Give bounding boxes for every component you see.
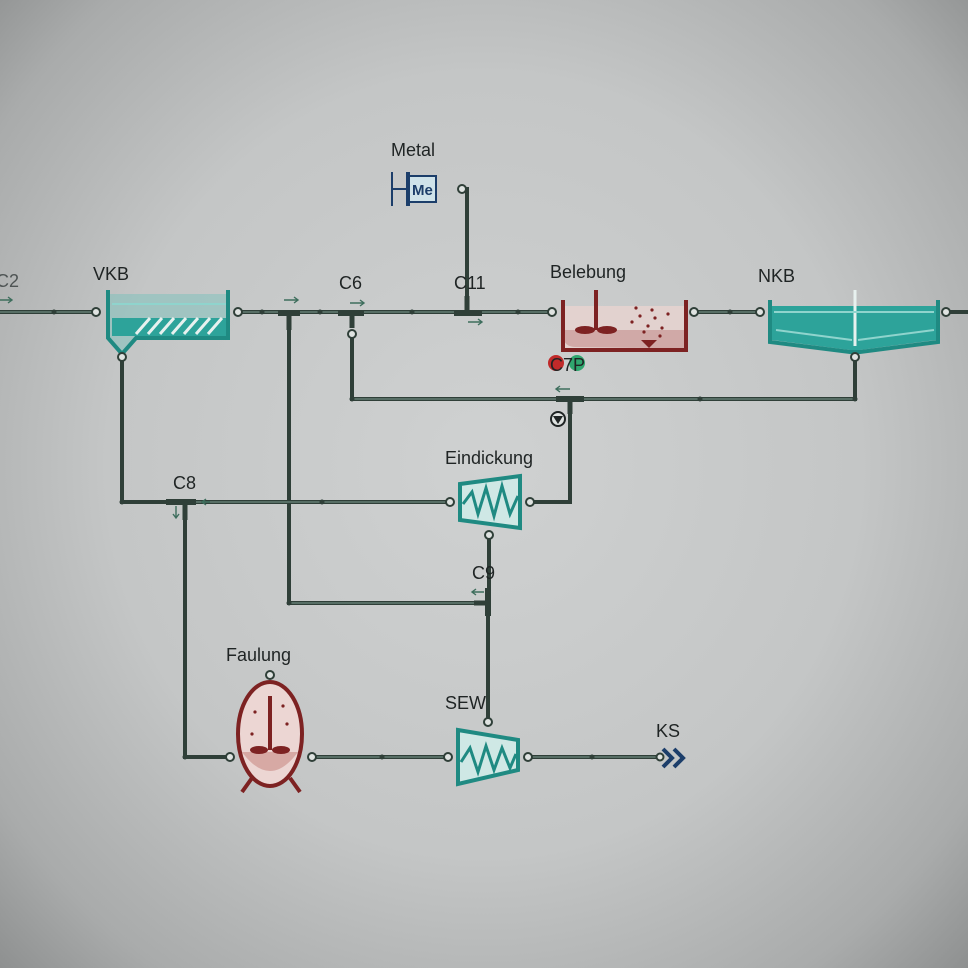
pump-icon[interactable] [550, 411, 566, 427]
connector-c2[interactable]: C2 [0, 271, 19, 304]
alarm-indicator-icon [548, 355, 564, 371]
status-indicator-icon [569, 355, 585, 371]
metal-symbol: Me [412, 182, 433, 199]
pipe-metal-dosing[interactable] [462, 187, 469, 312]
c7p-label: C7P [550, 355, 585, 375]
thickener-icon [458, 473, 522, 531]
pipe-excess-sludge[interactable] [530, 399, 572, 504]
digester-icon [236, 680, 304, 794]
junction-main-1[interactable] [278, 296, 300, 330]
dewatering-icon [456, 727, 520, 787]
nkb-label: NKB [758, 266, 795, 286]
ks-label: KS [656, 721, 680, 741]
metal-dosing-unit[interactable]: Metal Me [391, 140, 467, 206]
pipe-dots [51, 309, 858, 760]
nkb-unit[interactable]: NKB [755, 266, 951, 362]
connector-c11[interactable]: C11 [454, 273, 486, 326]
faulung-label: Faulung [226, 645, 291, 665]
ks-outlet[interactable]: KS [655, 721, 686, 769]
connector-c6[interactable]: C6 [338, 273, 366, 339]
controller-c7p[interactable]: C7P [548, 355, 585, 375]
outlet-chevron-icon [661, 747, 686, 769]
eindickung-label: Eindickung [445, 448, 533, 468]
secondary-clarifier-icon [768, 290, 940, 354]
c8-label: C8 [173, 473, 196, 493]
eindickung-unit[interactable]: Eindickung [445, 448, 535, 540]
faulung-unit[interactable]: Faulung [225, 645, 317, 794]
c6-label: C6 [339, 273, 362, 293]
vkb-unit[interactable]: VKB [91, 264, 243, 362]
return-sludge-junction[interactable] [550, 385, 584, 427]
aeration-tank-icon [561, 290, 688, 352]
c2-label: C2 [0, 271, 19, 291]
connector-c8[interactable]: C8 [166, 473, 210, 520]
c11-label: C11 [454, 273, 486, 293]
belebung-unit[interactable]: Belebung [547, 262, 699, 352]
vkb-label: VKB [93, 264, 129, 284]
c9-label: C9 [472, 563, 495, 583]
belebung-label: Belebung [550, 262, 626, 282]
metal-label: Metal [391, 140, 435, 160]
sew-unit[interactable]: SEW [443, 693, 533, 787]
pipe-c8-to-faulung[interactable] [183, 502, 230, 759]
primary-clarifier-icon [106, 290, 230, 358]
connector-c9[interactable]: C9 [470, 563, 495, 616]
sew-label: SEW [445, 693, 486, 713]
metal-dosing-icon: Me [391, 172, 437, 206]
